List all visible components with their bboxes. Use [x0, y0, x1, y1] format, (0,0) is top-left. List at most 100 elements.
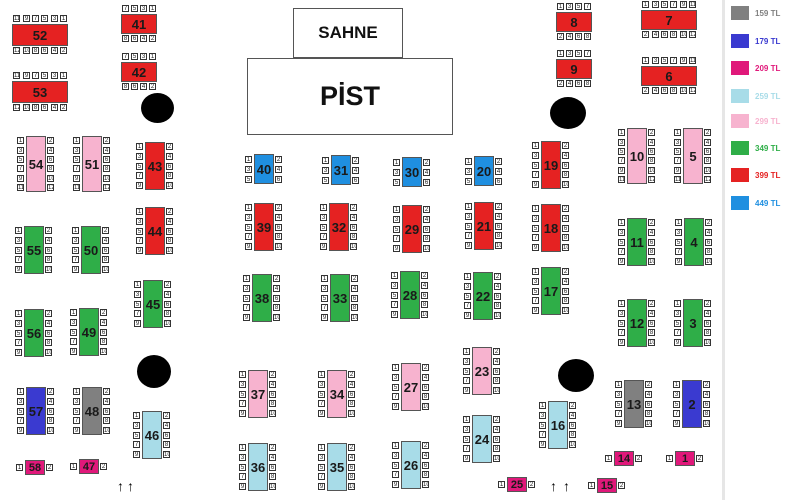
seat[interactable]: 7	[318, 473, 325, 480]
seat[interactable]: 7	[532, 297, 539, 304]
seat[interactable]: 3	[618, 310, 625, 317]
table-18[interactable]: 18	[541, 204, 561, 252]
seat[interactable]: 9	[136, 182, 143, 189]
seat[interactable]: 5	[673, 401, 680, 408]
seat[interactable]: 5	[532, 162, 539, 169]
seat[interactable]: 4	[562, 215, 569, 222]
table-47[interactable]: 47	[79, 459, 99, 474]
seat[interactable]: 2	[149, 83, 156, 90]
seat[interactable]: 5	[532, 288, 539, 295]
seat[interactable]: 7	[15, 256, 22, 263]
seat[interactable]: 9	[680, 57, 687, 64]
table-58[interactable]: 58	[25, 460, 45, 475]
seat[interactable]: 3	[17, 398, 24, 405]
seat[interactable]: 4	[348, 381, 355, 388]
seat[interactable]: 3	[391, 282, 398, 289]
seat[interactable]: 4	[45, 320, 52, 327]
seat[interactable]: 2	[562, 205, 569, 212]
seat[interactable]: 1	[318, 444, 325, 451]
table-38[interactable]: 38	[252, 274, 272, 322]
seat[interactable]: 1	[463, 348, 470, 355]
seat[interactable]: 4	[351, 285, 358, 292]
seat[interactable]: 5	[136, 163, 143, 170]
seat[interactable]: 2	[275, 204, 282, 211]
seat[interactable]: 10	[562, 307, 569, 314]
seat[interactable]: 2	[149, 35, 156, 42]
seat[interactable]: 1	[642, 1, 649, 8]
seat[interactable]: 10	[680, 87, 687, 94]
seat[interactable]: 7	[615, 410, 622, 417]
seat[interactable]: 10	[269, 410, 276, 417]
seat[interactable]: 5	[618, 239, 625, 246]
seat[interactable]: 1	[320, 204, 327, 211]
seat[interactable]: 8	[103, 165, 110, 172]
table-26[interactable]: 26	[401, 441, 421, 489]
seat[interactable]: 3	[393, 169, 400, 176]
seat[interactable]: 5	[318, 464, 325, 471]
seat[interactable]: 6	[422, 384, 429, 391]
seat[interactable]: 3	[322, 167, 329, 174]
seat[interactable]: 5	[464, 293, 471, 300]
seat[interactable]: 11	[73, 184, 80, 191]
seat[interactable]: 10	[423, 245, 430, 252]
table-50[interactable]: 50	[81, 226, 101, 274]
seat[interactable]: 9	[243, 314, 250, 321]
seat[interactable]: 2	[648, 219, 655, 226]
seat[interactable]: 10	[494, 312, 501, 319]
seat[interactable]: 2	[495, 158, 502, 165]
seat[interactable]: 2	[351, 275, 358, 282]
seat[interactable]: 7	[15, 339, 22, 346]
seat[interactable]: 6	[45, 330, 52, 337]
seat[interactable]: 4	[422, 374, 429, 381]
seat[interactable]: 9	[392, 481, 399, 488]
seat[interactable]: 7	[391, 301, 398, 308]
seat[interactable]: 12	[13, 47, 20, 54]
seat[interactable]: 2	[46, 464, 53, 471]
seat[interactable]: 9	[72, 266, 79, 273]
table-20[interactable]: 20	[474, 156, 494, 186]
seat[interactable]: 2	[569, 402, 576, 409]
seat[interactable]: 3	[674, 139, 681, 146]
seat[interactable]: 4	[652, 31, 659, 38]
seat[interactable]: 1	[136, 143, 143, 150]
seat[interactable]: 7	[532, 171, 539, 178]
table-53[interactable]: 53	[12, 81, 68, 103]
seat[interactable]: 2	[704, 129, 711, 136]
seat[interactable]: 6	[348, 391, 355, 398]
seat[interactable]: 3	[652, 57, 659, 64]
seat[interactable]: 10	[562, 244, 569, 251]
seat[interactable]: 8	[32, 104, 39, 111]
seat[interactable]: 5	[618, 148, 625, 155]
seat[interactable]: 7	[584, 50, 591, 57]
seat[interactable]: 3	[136, 153, 143, 160]
seat[interactable]: 1	[245, 156, 252, 163]
seat[interactable]: 10	[704, 339, 711, 346]
seat[interactable]: 1	[674, 300, 681, 307]
seat[interactable]: 12	[689, 31, 696, 38]
seat[interactable]: 6	[495, 223, 502, 230]
seat[interactable]: 4	[164, 291, 171, 298]
seat[interactable]: 8	[275, 233, 282, 240]
seat[interactable]: 4	[562, 152, 569, 159]
seat[interactable]: 10	[648, 258, 655, 265]
seat[interactable]: 2	[269, 371, 276, 378]
seat[interactable]: 10	[705, 258, 712, 265]
seat[interactable]: 9	[318, 410, 325, 417]
table-16[interactable]: 16	[548, 401, 568, 449]
seat[interactable]: 1	[392, 364, 399, 371]
seat[interactable]: 9	[618, 339, 625, 346]
seat[interactable]: 3	[245, 166, 252, 173]
seat[interactable]: 5	[615, 401, 622, 408]
seat[interactable]: 4	[103, 147, 110, 154]
seat[interactable]: 7	[72, 256, 79, 263]
seat[interactable]: 9	[532, 307, 539, 314]
table-49[interactable]: 49	[79, 308, 99, 356]
seat[interactable]: 5	[674, 148, 681, 155]
table-46[interactable]: 46	[142, 411, 162, 459]
seat[interactable]: 6	[575, 80, 582, 87]
seat[interactable]: 9	[15, 266, 22, 273]
seat[interactable]: 5	[321, 295, 328, 302]
seat[interactable]: 3	[618, 229, 625, 236]
seat[interactable]: 8	[703, 410, 710, 417]
seat[interactable]: 3	[675, 229, 682, 236]
